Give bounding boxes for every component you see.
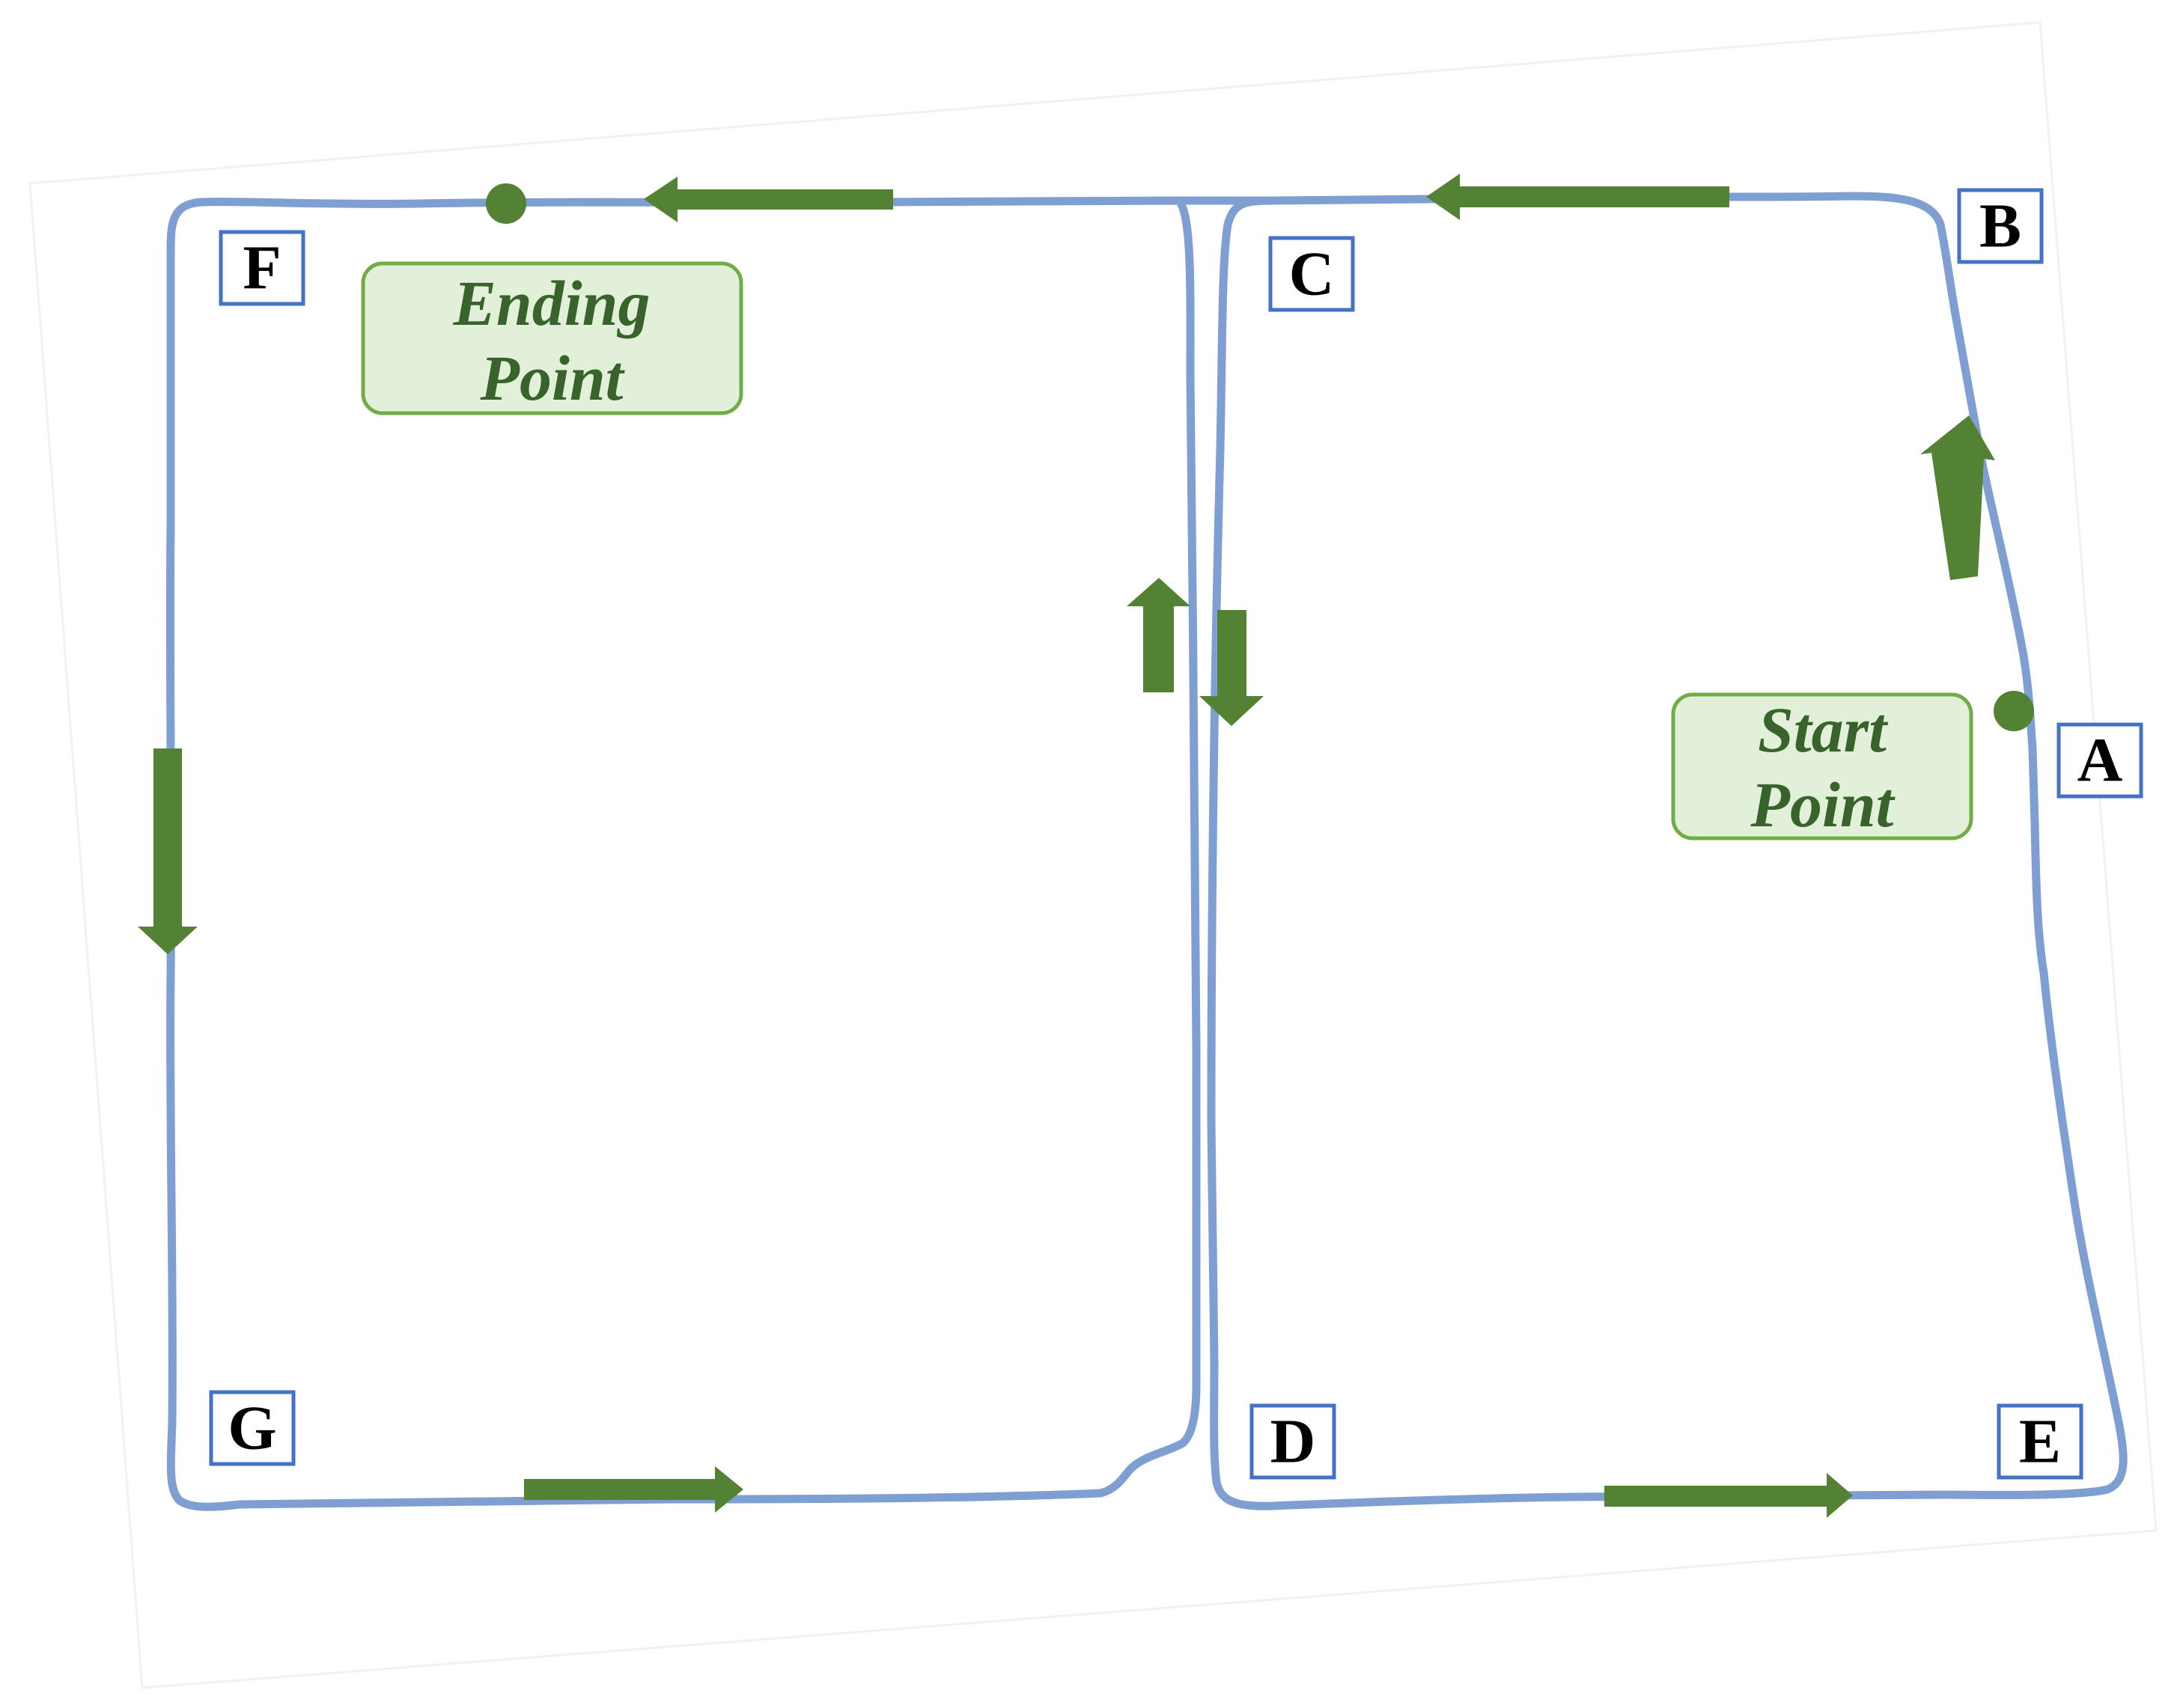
arrow-right-bottom-right-icon [1604,1473,1853,1518]
node-f: F [219,230,305,306]
start-point-callout: Start Point [1671,692,1973,841]
node-b-label: B [1979,192,2021,261]
arrow-left-top-right-icon [1426,174,1729,220]
sheet-outline [28,21,2158,1689]
node-b: B [1957,188,2044,264]
arrow-right-bottom-left-icon [524,1466,743,1513]
node-e: E [1997,1403,2083,1480]
node-d: D [1249,1403,1336,1480]
track-left-loop [165,196,1201,1511]
node-c: C [1268,236,1355,312]
arrows [138,174,1995,1518]
arrow-up-right-side-icon [1920,415,1995,580]
end-point-dot-icon [486,183,526,224]
track-right-loop [1175,192,2128,1510]
node-g-label: G [228,1394,276,1463]
arrow-down-left-side-icon [138,748,198,954]
start-point-line1: Start [1758,694,1889,766]
arrow-up-middle-icon [1127,578,1190,692]
arrow-down-middle-icon [1199,610,1264,726]
node-a-label: A [2077,726,2123,796]
start-point-line2: Point [1750,769,1896,841]
ending-point-line2: Point [479,342,625,414]
ending-point-line1: Ending [453,267,651,339]
node-f-label: F [243,234,281,303]
ending-point-callout: Ending Point [361,261,743,415]
arrow-left-top-left-icon [644,177,893,222]
node-c-label: C [1289,240,1335,309]
node-a: A [2056,722,2143,799]
node-d-label: D [1270,1407,1316,1477]
node-e-label: E [2019,1407,2061,1477]
node-g: G [209,1390,296,1466]
start-point-dot-icon [1994,691,2034,731]
